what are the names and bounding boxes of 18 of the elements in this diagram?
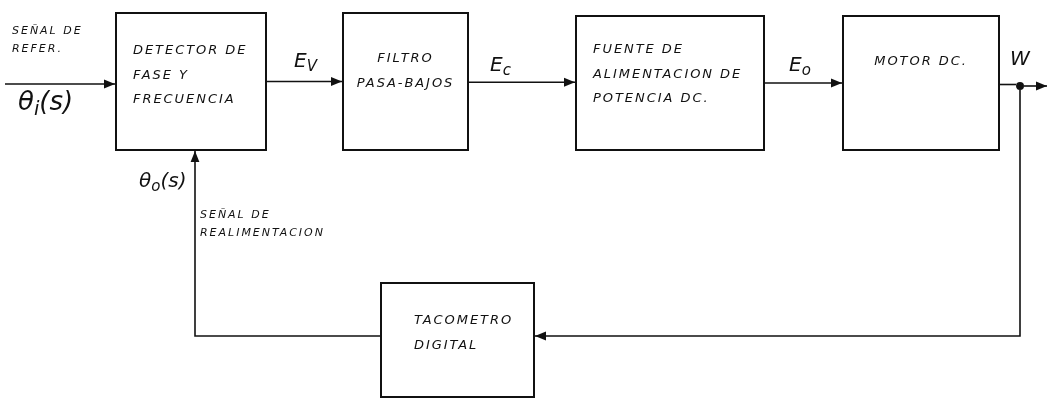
edge-label: E$_{V}$ bbox=[292, 50, 319, 70]
arrow bbox=[534, 89, 1021, 341]
arrow bbox=[468, 77, 576, 87]
arrow bbox=[4, 79, 116, 89]
edge-label: E$_{c}$ bbox=[488, 54, 513, 74]
block: TACOMETRO DIGITAL bbox=[380, 282, 535, 398]
block: MOTOR DC. bbox=[842, 15, 1000, 151]
block: DETECTOR DE FASE Y FRECUENCIA bbox=[115, 12, 267, 151]
arrow bbox=[266, 77, 343, 86]
edge-label: E$_{o}$ bbox=[787, 54, 813, 74]
block: FILTRO PASA-BAJOS bbox=[342, 12, 469, 151]
block: FUENTE DE ALIMENTACION DE POTENCIA DC. bbox=[575, 15, 765, 151]
arrow bbox=[1023, 81, 1048, 91]
arrow bbox=[190, 150, 381, 337]
signal-note: SEÑAL DE REALIMENTACION bbox=[200, 207, 326, 241]
signal-note: SEÑAL DE REFER. bbox=[12, 23, 84, 57]
arrow bbox=[764, 78, 843, 88]
edge-label: W bbox=[1008, 48, 1032, 68]
